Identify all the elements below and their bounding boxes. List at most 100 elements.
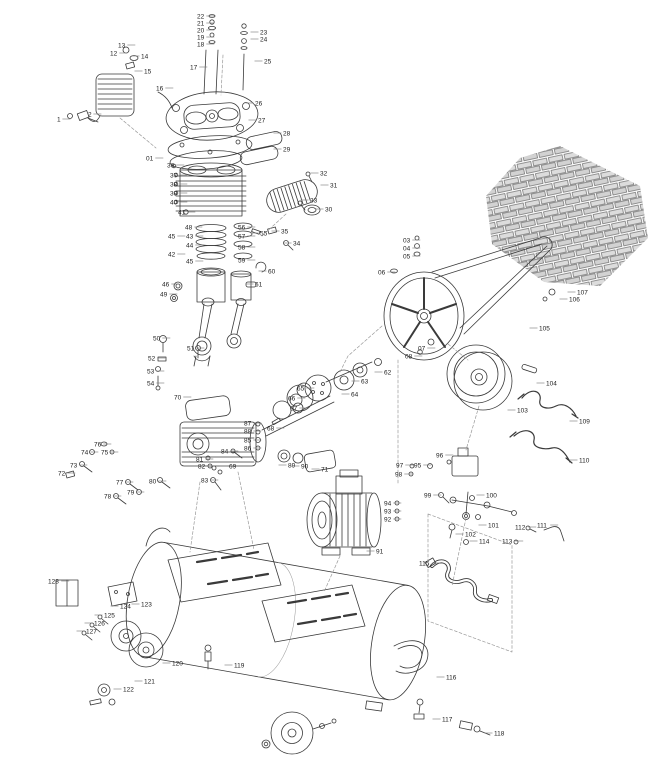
part-label: 51 — [187, 346, 195, 353]
part-label: 44 — [186, 243, 194, 250]
part-label: 20 — [197, 28, 205, 35]
part-label: 30 — [325, 207, 333, 214]
part-label: 72 — [58, 471, 66, 478]
part-label: 64 — [351, 392, 359, 399]
part-label: 67 — [290, 406, 298, 413]
part-label: 118 — [494, 731, 505, 738]
wheels — [89, 620, 383, 755]
part-label: 54 — [147, 381, 155, 388]
part-label: 98 — [395, 472, 403, 479]
belt-guard-wall — [486, 146, 648, 286]
pump-fasteners — [65, 441, 222, 505]
part-label: 86 — [244, 446, 252, 453]
part-label: 119 — [234, 663, 245, 670]
crankcase-gasket — [185, 395, 231, 421]
part-label: 90 — [301, 464, 309, 471]
sight-glass — [277, 449, 337, 473]
part-label: 80 — [149, 479, 157, 486]
part-label: 60 — [268, 269, 276, 276]
part-label: 88 — [244, 429, 252, 436]
part-label: 68 — [267, 426, 275, 433]
electric-motor — [306, 469, 400, 556]
tank-fittings — [204, 644, 491, 736]
piston-rings — [195, 222, 267, 288]
part-label: 48 — [185, 225, 193, 232]
power-cables — [509, 390, 579, 464]
head-gaskets — [169, 131, 283, 170]
part-label: 07 — [418, 346, 426, 353]
motor-pulley — [446, 344, 538, 411]
part-label: 128 — [48, 579, 59, 586]
part-label: 13 — [118, 43, 126, 50]
part-label: 76 — [94, 442, 102, 449]
part-label: 06 — [378, 270, 386, 277]
part-label: 122 — [123, 687, 134, 694]
valve-plate — [167, 135, 253, 159]
part-label: 124 — [120, 604, 131, 611]
aftercooler — [67, 46, 173, 123]
part-label: 21 — [197, 21, 205, 28]
part-label: 111 — [537, 523, 547, 530]
part-label: 106 — [569, 297, 580, 304]
part-label: 125 — [104, 613, 115, 620]
part-label: 82 — [198, 464, 206, 471]
part-label: 71 — [321, 467, 329, 474]
part-label: 53 — [147, 369, 155, 376]
discharge-hose — [424, 557, 500, 604]
accessories — [55, 579, 138, 641]
construction-lines — [119, 54, 513, 653]
part-label: 127 — [86, 629, 97, 636]
part-label: 66 — [288, 396, 296, 403]
part-label: 39 — [170, 191, 178, 198]
part-label: 31 — [330, 183, 338, 190]
part-label: 75 — [101, 450, 109, 457]
part-label: 79 — [127, 490, 135, 497]
part-label: 27 — [258, 118, 266, 125]
part-label: 81 — [196, 457, 204, 464]
part-label: 34 — [293, 241, 301, 248]
part-label: 14 — [141, 54, 149, 61]
part-label: 73 — [70, 463, 78, 470]
pressure-switch — [408, 447, 565, 545]
flywheel — [383, 235, 465, 361]
part-label: 41 — [178, 210, 186, 217]
connecting-rods — [192, 297, 247, 367]
part-label: 121 — [144, 679, 155, 686]
part-label: 25 — [264, 59, 272, 66]
part-label: 63 — [361, 379, 369, 386]
part-label: 52 — [148, 356, 156, 363]
part-label: 120 — [172, 661, 183, 668]
part-label: 95 — [414, 463, 422, 470]
part-label: 85 — [244, 438, 252, 445]
part-label: 03 — [403, 238, 411, 245]
part-label: 101 — [488, 523, 499, 530]
part-label: 105 — [539, 326, 550, 333]
mount-platforms — [167, 542, 366, 643]
part-label: 05 — [403, 254, 411, 261]
part-label: 99 — [424, 493, 432, 500]
part-label: 109 — [579, 419, 590, 426]
part-label: 104 — [546, 381, 557, 388]
intake-silencer — [266, 171, 321, 251]
tank — [125, 527, 429, 701]
part-label: 15 — [144, 69, 152, 76]
part-label: 57 — [238, 234, 246, 241]
part-label: 01 — [146, 156, 154, 163]
part-label: 50 — [153, 336, 161, 343]
part-label: 42 — [168, 252, 176, 259]
part-label: 87 — [244, 421, 252, 428]
part-label: 115 — [419, 561, 430, 568]
head-bolt-stack — [203, 14, 248, 95]
crankcase — [179, 421, 267, 475]
part-label: 110 — [579, 458, 590, 465]
part-label: 17 — [190, 65, 198, 72]
part-label: 22 — [197, 14, 205, 21]
part-label: 78 — [104, 494, 112, 501]
part-label: 93 — [384, 509, 392, 516]
part-label: 83 — [201, 478, 209, 485]
part-label: 12 — [110, 51, 118, 58]
part-label: 04 — [403, 246, 411, 253]
